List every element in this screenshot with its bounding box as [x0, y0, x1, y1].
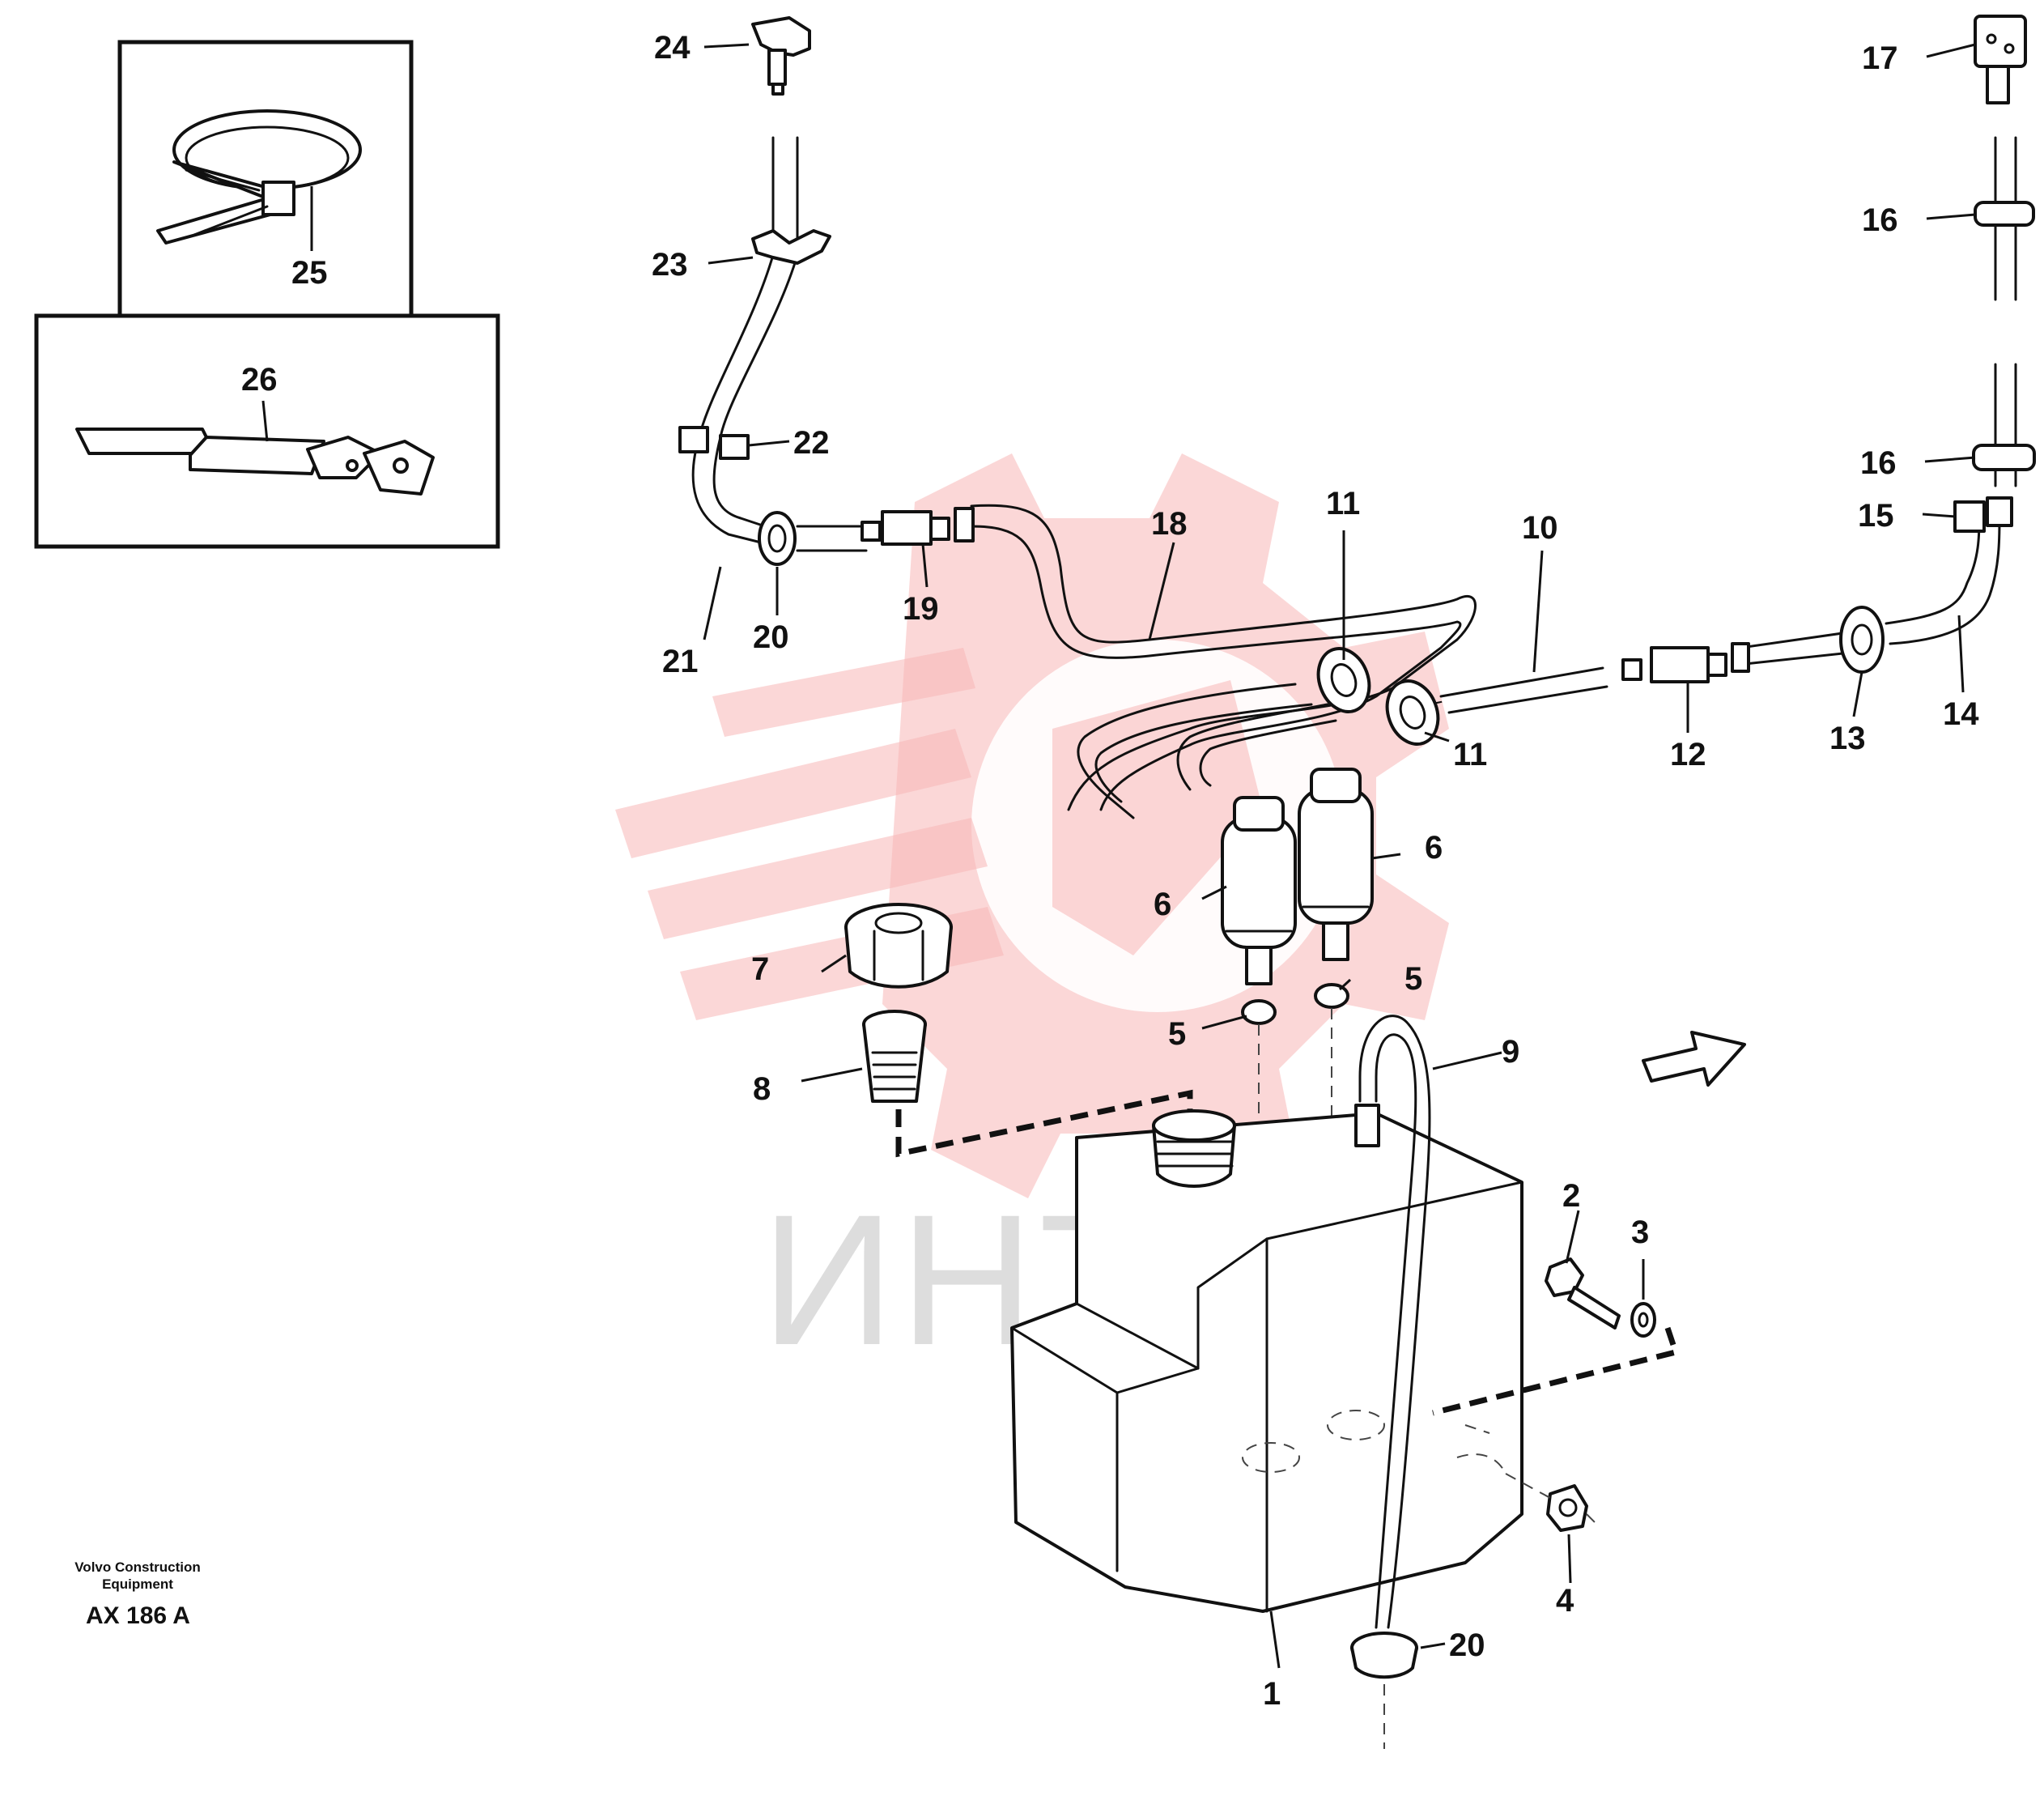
callout-23: 23 — [652, 247, 688, 283]
grommet-20-bottom-drawing — [1350, 1632, 1418, 1679]
callout-6-right: 6 — [1425, 830, 1443, 866]
clip-22-drawing — [678, 426, 750, 460]
nozzle-17-drawing — [1974, 15, 2027, 104]
callout-labels: 24 23 22 21 20 19 18 11 11 10 12 13 14 1… — [241, 30, 1979, 1712]
washer-3-drawing — [1630, 1302, 1656, 1338]
connector-19-drawing — [861, 507, 975, 546]
hose-18 — [970, 504, 1477, 811]
seal-5-left-drawing — [1241, 999, 1277, 1025]
drawing-code: AX 186 A — [86, 1602, 190, 1629]
hose-21 — [691, 253, 799, 544]
callout-5-left: 5 — [1168, 1016, 1186, 1052]
callout-16-lower: 16 — [1860, 445, 1897, 481]
drawing-footer: Volvo Construction Equipment AX 186 A — [49, 1559, 227, 1630]
callout-20-bottom: 20 — [1449, 1627, 1485, 1663]
grommet-13-drawing — [1839, 606, 1885, 674]
clamp-16-upper-drawing — [1974, 201, 2035, 227]
hose-9 — [1358, 1015, 1431, 1629]
callout-15: 15 — [1858, 498, 1894, 534]
screw-install-line — [1432, 1326, 1680, 1416]
screw-2-drawing — [1545, 1257, 1621, 1330]
callout-4: 4 — [1556, 1583, 1574, 1619]
callout-9: 9 — [1502, 1034, 1519, 1070]
strap-drawing — [75, 428, 435, 496]
callout-22: 22 — [793, 425, 830, 461]
callout-2: 2 — [1562, 1178, 1580, 1214]
hose-9-end — [1354, 1104, 1380, 1147]
clip-15-drawing — [1953, 496, 2013, 533]
clamp-16-lower-drawing — [1972, 444, 2036, 471]
nozzle-24-drawing — [751, 16, 811, 96]
callout-11-upper: 11 — [1326, 486, 1360, 521]
callout-13: 13 — [1829, 721, 1866, 756]
company-name: Volvo Construction Equipment — [74, 1559, 201, 1592]
hose-pump-left — [1077, 683, 1313, 819]
callout-8: 8 — [753, 1071, 771, 1107]
callout-11-lower: 11 — [1453, 737, 1487, 772]
clamp-23-drawing — [751, 229, 831, 265]
callout-21: 21 — [662, 644, 699, 679]
callout-26: 26 — [241, 362, 278, 398]
pump-6-left-drawing — [1221, 796, 1297, 985]
hose-14 — [1885, 517, 2001, 645]
grommet-11-lower-drawing — [1385, 679, 1440, 746]
front-direction-arrow — [1642, 1031, 1746, 1087]
nut-install-line — [1505, 1473, 1600, 1527]
hose-pump-right — [1176, 703, 1337, 791]
callout-20-top: 20 — [753, 619, 789, 655]
callout-5-right: 5 — [1404, 961, 1422, 997]
callout-17: 17 — [1862, 40, 1898, 76]
callout-7: 7 — [751, 951, 769, 987]
tank-bracket-hidden — [1456, 1424, 1506, 1474]
callout-14: 14 — [1943, 696, 1979, 732]
washer-tank-1-drawing — [1010, 1109, 1523, 1613]
grommet-11-upper-drawing — [1316, 647, 1371, 713]
callout-25: 25 — [291, 255, 328, 291]
callout-19: 19 — [903, 591, 939, 627]
callout-1: 1 — [1263, 1676, 1281, 1712]
filler-cap-7-drawing — [844, 903, 953, 989]
callout-24: 24 — [654, 30, 691, 66]
nut-4-drawing — [1546, 1484, 1588, 1532]
strainer-8-drawing — [862, 1010, 927, 1103]
callout-6-left: 6 — [1154, 887, 1171, 922]
callout-3: 3 — [1631, 1215, 1649, 1250]
callout-12: 12 — [1670, 737, 1706, 772]
cable-tie-drawing — [156, 109, 362, 245]
pump-6-right-drawing — [1298, 768, 1374, 961]
pipe-12-13 — [1739, 630, 1859, 666]
seal-5-right-drawing — [1314, 983, 1349, 1009]
leader-lines — [261, 43, 1976, 1669]
callout-18: 18 — [1151, 506, 1188, 542]
connector-12-drawing — [1621, 642, 1750, 683]
grommet-20-top-drawing — [758, 511, 797, 566]
hose-10 — [1439, 666, 1608, 714]
pipe-20-19 — [796, 525, 868, 552]
callout-16-upper: 16 — [1862, 202, 1898, 238]
callout-10: 10 — [1522, 510, 1558, 546]
